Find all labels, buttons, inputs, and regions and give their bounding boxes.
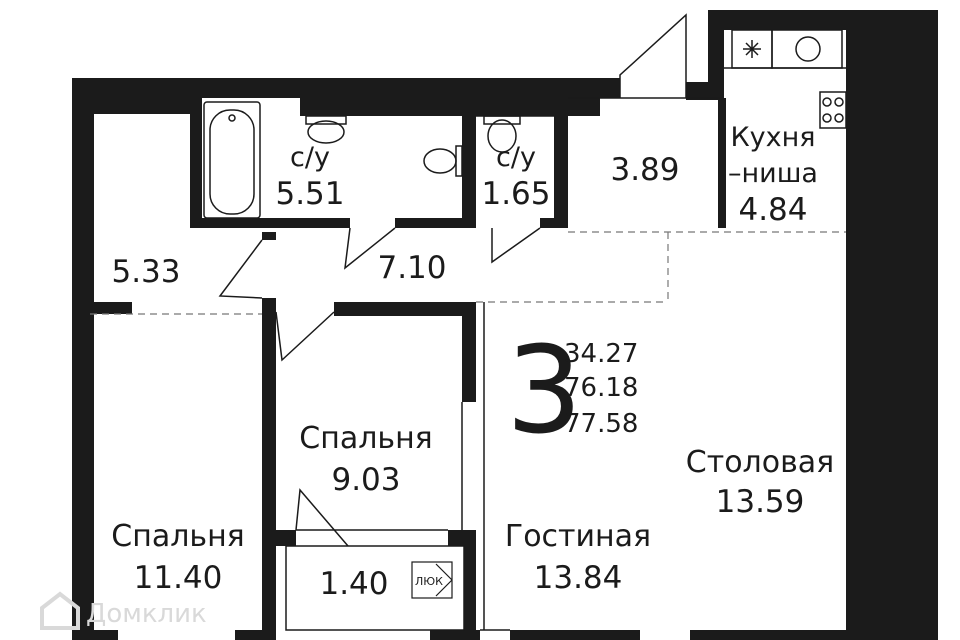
walls: [72, 10, 938, 640]
balcony-area: 1.40: [319, 566, 388, 602]
fridge-stove-icon: [731, 29, 843, 69]
living-area-total: 34.27: [564, 339, 638, 369]
toilet-icon: [305, 115, 347, 144]
kitchen-area: 4.84: [738, 192, 807, 228]
house-logo-icon: [40, 591, 80, 630]
dining-room-name: Столовая: [686, 445, 834, 480]
bedroom-large-area: 11.40: [134, 560, 223, 596]
doors: [218, 13, 687, 547]
kitchen-name-line2: –ниша: [728, 158, 818, 189]
total-area: 76.18: [564, 373, 638, 403]
bathroom-1-name: с/у: [290, 142, 330, 173]
bathroom-2-area: 1.65: [481, 176, 550, 212]
bathroom-1-area: 5.51: [275, 176, 344, 212]
bathtub-icon: [203, 101, 261, 219]
zone-dashes: [90, 231, 846, 315]
hatch-label: ЛЮК: [415, 575, 443, 588]
bedroom-small-name: Спальня: [299, 421, 432, 456]
watermark-text: Домклик: [86, 599, 207, 629]
watermark: Домклик: [40, 591, 207, 630]
storage-area: 3.89: [610, 152, 679, 188]
bedroom-large-name: Спальня: [111, 519, 244, 554]
sink-icon: [423, 145, 463, 177]
bathroom-2-name: с/у: [496, 142, 536, 173]
wardrobe-area: 5.33: [111, 254, 180, 290]
kitchen-name-line1: Кухня: [730, 122, 815, 153]
living-room-name: Гостиная: [505, 519, 651, 554]
hatch-icon: [411, 561, 453, 599]
dining-room-area: 13.59: [716, 484, 805, 520]
total-area-with-balcony: 77.58: [564, 409, 638, 439]
hob-icon: [819, 91, 847, 129]
room-count: 3: [506, 322, 582, 461]
toilet-icon: [483, 115, 521, 153]
hall-area: 7.10: [377, 250, 446, 286]
living-room-area: 13.84: [534, 560, 623, 596]
bedroom-small-area: 9.03: [331, 462, 400, 498]
